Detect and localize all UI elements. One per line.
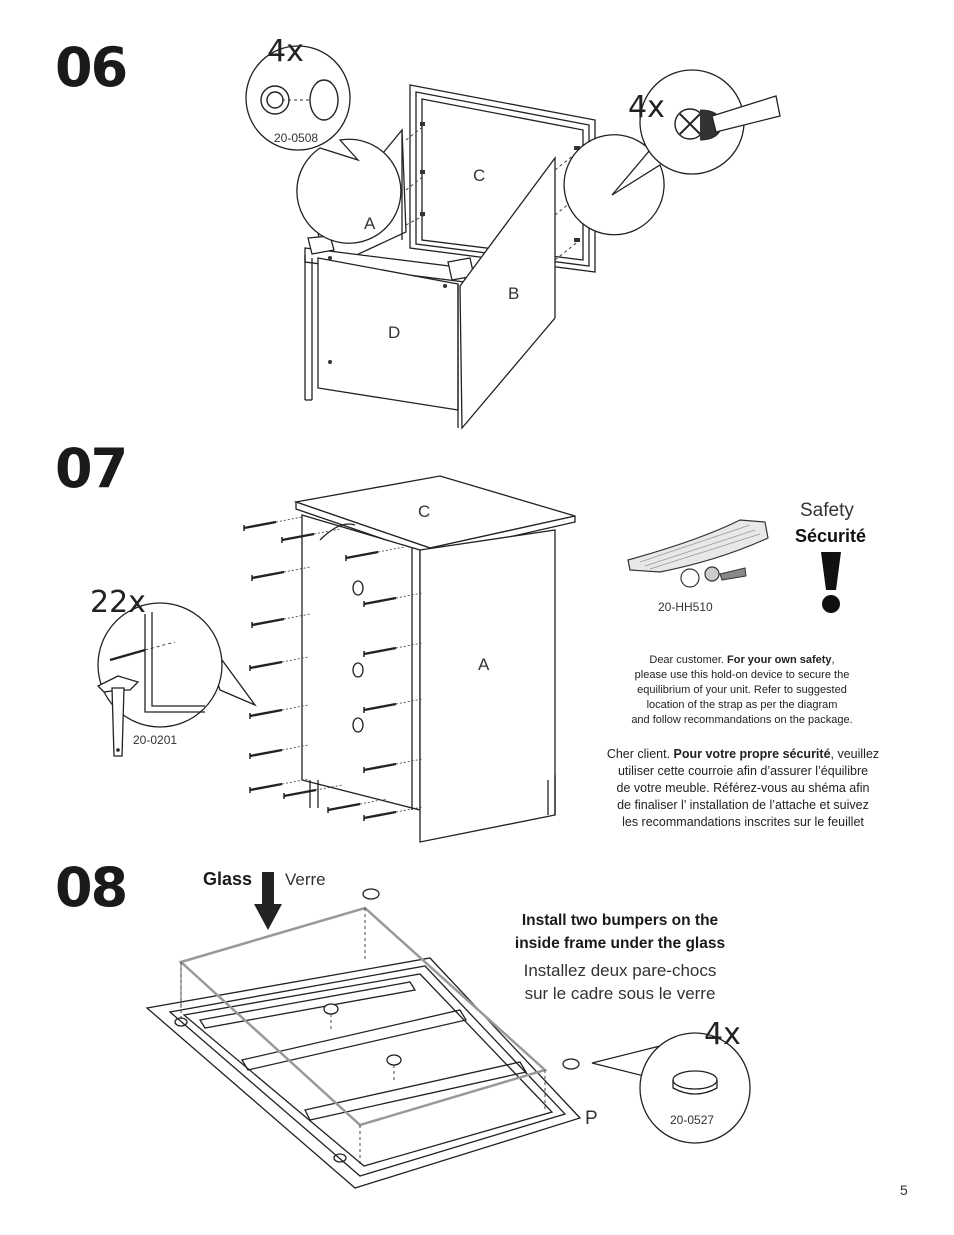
note-line: de votre meuble. Référez-vous au shéma a… [597, 780, 889, 797]
hammer-icon [96, 675, 140, 757]
step06-part-code: 20-0508 [274, 131, 319, 145]
nail-guide-line [275, 516, 303, 523]
safety-note-en: Dear customer. For your own safety,pleas… [600, 653, 884, 728]
note-segment: please use this hold-on device to secure… [634, 669, 850, 681]
note-segment: , veuillez [830, 747, 880, 761]
safety-strap-drawing [627, 519, 769, 588]
note-segment: Cher client. [606, 747, 674, 761]
step06-cabinet-drawing [245, 45, 781, 430]
note-segment: , [831, 654, 835, 666]
nail-guide-line [281, 744, 309, 751]
instruction-fr-line2: sur le cadre sous le verre [524, 984, 716, 1003]
nail-icon [327, 802, 361, 812]
panel-label-b: B [508, 284, 520, 303]
instruction-fr: Installez deux pare-chocs sur le cadre s… [470, 959, 770, 1005]
note-line: location of the strap as per the diagram [600, 698, 884, 713]
note-segment: For your own safety [727, 654, 832, 666]
nail-icon [281, 532, 315, 542]
note-segment: les recommandations inscrites sur le feu… [622, 815, 864, 829]
nail-guide-line [395, 758, 423, 765]
step07-nails [243, 516, 423, 821]
panel-label-a-07: A [478, 655, 490, 674]
glass-label-en: Glass [203, 869, 253, 889]
nail-icon [243, 520, 277, 530]
note-segment: location of the strap as per the diagram [646, 699, 838, 711]
glass-label-fr: Verre [285, 870, 326, 889]
step-number-08: 08 [55, 856, 128, 919]
nail-guide-line [283, 613, 311, 620]
nail-guide-line [281, 656, 309, 663]
nail-icon [251, 570, 285, 580]
note-line: Dear customer. For your own safety, [600, 653, 884, 668]
note-line: equilibrium of your unit. Refer to sugge… [600, 683, 884, 698]
nail-icon [363, 646, 397, 656]
step07-nail-callout [97, 602, 257, 728]
safety-title-fr: Sécurité [795, 526, 867, 546]
nail-guide-line [395, 592, 423, 599]
instruction-en-line1: Install two bumpers on the [521, 912, 719, 929]
page-number: 5 [900, 1182, 908, 1198]
note-segment: and follow recommandations on the packag… [631, 714, 853, 726]
note-segment: de finaliser l’ installation de l’attach… [617, 798, 869, 812]
nail-icon [345, 550, 379, 560]
strap-part-code: 20-HH510 [658, 600, 713, 614]
nail-icon [249, 782, 283, 792]
instruction-en: Install two bumpers on the inside frame … [470, 909, 770, 955]
nail-icon [249, 660, 283, 670]
nail-icon [283, 788, 317, 798]
nail-guide-line [359, 798, 387, 805]
note-segment: de votre meuble. Référez-vous au shéma a… [616, 781, 870, 795]
note-segment: Pour votre propre sécurité [673, 747, 831, 761]
nail-icon [363, 762, 397, 772]
step08-qty: 4x [704, 1017, 741, 1052]
step06-qty-left: 4x [267, 34, 304, 69]
panel-label-c: C [473, 166, 486, 185]
nail-guide-line [395, 642, 423, 649]
nail-guide-line [283, 566, 311, 573]
nail-guide-line [315, 784, 343, 791]
step08-bumper-callout [591, 1032, 751, 1144]
panel-label-d: D [388, 323, 401, 342]
step07-part-code: 20-0201 [133, 733, 178, 747]
safety-note-fr: Cher client. Pour votre propre sécurité,… [597, 746, 889, 831]
note-line: de finaliser l’ installation de l’attach… [597, 797, 889, 814]
nail-icon [363, 702, 397, 712]
panel-label-p: P [585, 1108, 598, 1129]
step08-part-code: 20-0527 [670, 1113, 715, 1127]
step-number-07: 07 [55, 437, 128, 500]
note-line: les recommandations inscrites sur le feu… [597, 814, 889, 831]
note-line: and follow recommandations on the packag… [600, 713, 884, 728]
nail-guide-line [313, 528, 341, 535]
note-segment: utiliser cette courroie afin d’assurer l… [617, 764, 869, 778]
nail-guide-line [377, 546, 405, 553]
nail-guide-line [395, 806, 423, 813]
warning-exclamation-icon [821, 552, 841, 613]
step07-qty: 22x [90, 585, 146, 620]
panel-label-a: A [364, 214, 376, 233]
step06-qty-right: 4x [628, 90, 665, 125]
instruction-fr-line1: Installez deux pare-chocs [523, 961, 717, 980]
step08-frame-drawing [145, 888, 582, 1189]
nail-guide-line [281, 704, 309, 711]
nail-guide-line [395, 698, 423, 705]
note-segment: Dear customer. [649, 654, 728, 666]
step-number-06: 06 [55, 36, 128, 99]
note-segment: equilibrium of your unit. Refer to sugge… [637, 684, 847, 696]
note-line: utiliser cette courroie afin d’assurer l… [597, 763, 889, 780]
down-arrow-icon [254, 872, 282, 930]
nail-icon [363, 810, 397, 820]
nail-icon [363, 596, 397, 606]
safety-title-en: Safety [800, 500, 854, 521]
note-line: Cher client. Pour votre propre sécurité,… [597, 746, 889, 763]
instruction-en-line2: inside frame under the glass [514, 935, 726, 952]
panel-label-c-07: C [418, 502, 431, 521]
note-line: please use this hold-on device to secure… [600, 668, 884, 683]
nail-icon [249, 748, 283, 758]
nail-icon [249, 708, 283, 718]
nail-icon [251, 617, 285, 627]
step07-cabinet-drawing [293, 475, 576, 843]
nail-guide-line [281, 778, 309, 785]
